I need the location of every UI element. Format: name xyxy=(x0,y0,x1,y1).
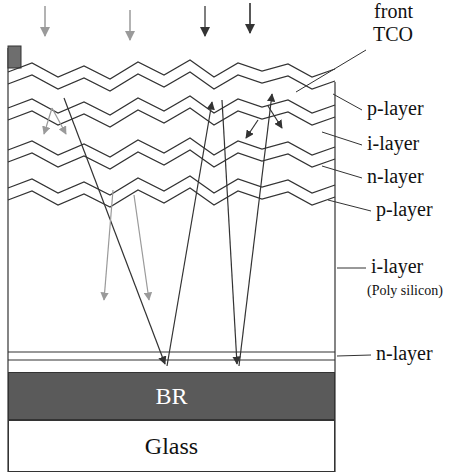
layer-interface xyxy=(8,150,335,169)
layer-label: i-layer xyxy=(370,255,424,278)
layer-label: n-layer xyxy=(366,165,425,188)
layer-label: p-layer xyxy=(366,97,425,120)
light-ray xyxy=(44,108,52,134)
incident-light xyxy=(204,6,206,36)
layer-interface xyxy=(8,72,335,91)
light-ray xyxy=(246,120,258,138)
front-contact xyxy=(8,46,21,68)
layer-name: BR xyxy=(155,383,187,410)
incident-light xyxy=(44,6,46,36)
n-layer-band xyxy=(8,351,335,352)
layer-label: p-layer xyxy=(375,198,434,221)
n-layer-band xyxy=(8,359,335,360)
light-ray xyxy=(104,190,113,300)
light-ray xyxy=(64,98,165,364)
layer-label: (Poly silicon) xyxy=(366,283,444,299)
layer-name: Glass xyxy=(145,433,198,460)
light-ray xyxy=(268,106,282,128)
light-ray xyxy=(52,108,66,134)
glass-substrate-band: Glass xyxy=(8,420,335,472)
layer-label: n-layer xyxy=(375,342,434,365)
incident-light xyxy=(129,10,131,40)
layer-label: front TCO xyxy=(350,0,414,46)
layer-interface xyxy=(8,188,335,207)
light-ray xyxy=(222,100,237,364)
back-reflector-band: BR xyxy=(8,372,335,420)
leader-lines xyxy=(296,50,371,356)
textured-layers xyxy=(8,60,335,207)
incident-light xyxy=(249,3,251,33)
layer-label: i-layer xyxy=(366,132,420,155)
light-ray xyxy=(167,102,212,366)
light-ray xyxy=(239,94,272,366)
light-ray xyxy=(134,195,149,300)
